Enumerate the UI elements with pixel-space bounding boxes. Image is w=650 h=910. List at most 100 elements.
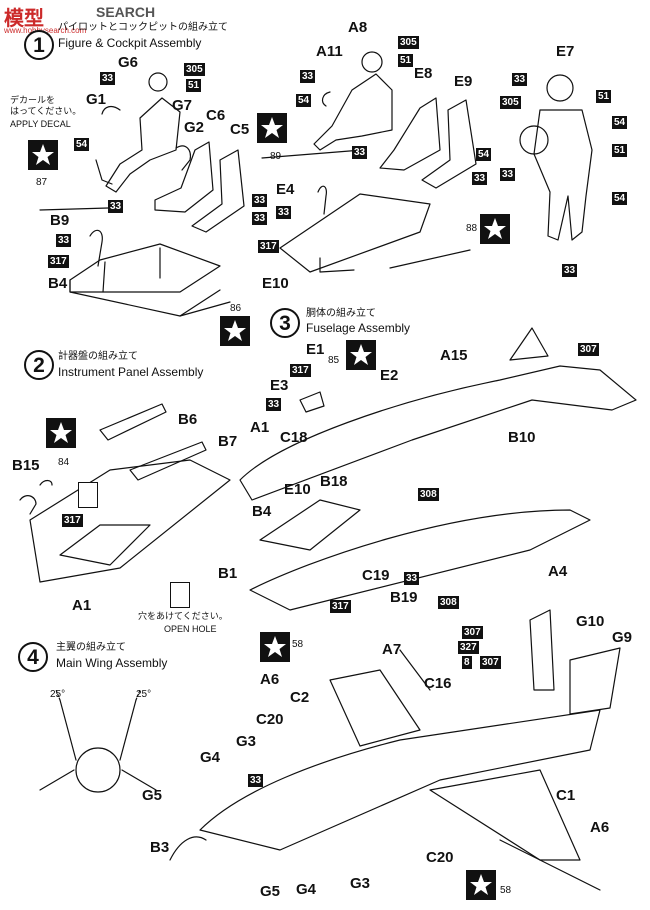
- paint-code: 317: [48, 255, 69, 268]
- paint-code: 33: [276, 206, 292, 219]
- hole-note-en: OPEN HOLE: [164, 624, 217, 634]
- fuselage-halves: [239, 327, 637, 611]
- part-label: G3: [236, 733, 257, 750]
- part-label: C6: [206, 107, 226, 124]
- part-label: B9: [50, 212, 70, 229]
- paint-code: 51: [596, 90, 612, 103]
- part-label: B4: [252, 503, 272, 520]
- paint-code: 305: [184, 63, 205, 76]
- paint-code: 33: [512, 73, 528, 86]
- part-label: C18: [280, 429, 308, 446]
- stick-b9: [89, 229, 103, 267]
- forward-fuselage-panel: [19, 403, 231, 583]
- paint-code: 54: [612, 116, 628, 129]
- part-label: G5: [260, 883, 281, 900]
- tub-b4: [69, 243, 221, 293]
- part-label: A6: [260, 671, 280, 688]
- part-label: E7: [556, 43, 575, 60]
- ref-number: 58: [292, 639, 304, 650]
- paint-code: 33: [352, 146, 368, 159]
- part-label: A7: [382, 641, 402, 658]
- decal-star-icon: [46, 418, 76, 448]
- ref-number: 88: [466, 223, 478, 234]
- part-label: A6: [590, 819, 610, 836]
- part-label: B18: [320, 473, 348, 490]
- part-label: G6: [118, 54, 139, 71]
- watermark-search: SEARCH: [96, 4, 156, 20]
- part-label: C5: [230, 121, 250, 138]
- part-label: G5: [142, 787, 163, 804]
- step-2-title-jp: 計器盤の組み立て: [58, 351, 138, 362]
- part-label: E3: [270, 377, 289, 394]
- paint-code: 54: [74, 138, 90, 151]
- paint-code: 327: [458, 641, 479, 654]
- part-label: B3: [150, 839, 170, 856]
- part-label: E10: [284, 481, 311, 498]
- step-3-title-jp: 胴体の組み立て: [306, 308, 376, 319]
- tub-e10: [279, 193, 431, 273]
- part-label: C20: [426, 849, 454, 866]
- part-label: C19: [362, 567, 390, 584]
- paint-code: 54: [296, 94, 312, 107]
- part-label: B6: [178, 411, 198, 428]
- step-4-badge: 4: [18, 642, 48, 672]
- front-view-diagram: [39, 689, 157, 793]
- ref-number: 86: [230, 303, 242, 314]
- paint-code: 33: [56, 234, 72, 247]
- decal-note-jp-2: はってください。: [10, 107, 82, 117]
- paint-code: 305: [398, 36, 419, 49]
- part-label: B7: [218, 433, 238, 450]
- open-hole-icon-2: [78, 482, 98, 508]
- part-label: A4: [548, 563, 568, 580]
- part-label: A1: [72, 597, 92, 614]
- paint-code: 51: [186, 79, 202, 92]
- part-label: G10: [576, 613, 605, 630]
- part-label: C1: [556, 787, 576, 804]
- paint-code: 308: [438, 596, 459, 609]
- decal-note-jp-1: デカールを: [10, 96, 56, 106]
- ref-number: 87: [36, 177, 48, 188]
- step-2-title-en: Instrument Panel Assembly: [58, 365, 204, 379]
- paint-code: 54: [476, 148, 492, 161]
- step-2-badge: 2: [24, 350, 54, 380]
- pilot-figure-left: [95, 72, 191, 193]
- decal-star-icon: [257, 113, 287, 143]
- pilot-standing-e7: [519, 74, 593, 241]
- paint-code: 51: [398, 54, 414, 67]
- paint-code: 33: [252, 212, 268, 225]
- step-1-title-jp: パイロットとコックピットの組み立て: [58, 22, 228, 33]
- part-label: E8: [414, 65, 433, 82]
- part-label: B10: [508, 429, 536, 446]
- part-label: G9: [612, 629, 633, 646]
- part-label: E10: [262, 275, 289, 292]
- part-label: A8: [348, 19, 368, 36]
- pilot-figure-mid: [313, 51, 393, 151]
- part-label: G4: [296, 881, 317, 898]
- ref-number: 84: [58, 457, 70, 468]
- part-label: E9: [454, 73, 473, 90]
- ref-number: 89: [270, 151, 282, 162]
- paint-code: 33: [404, 572, 420, 585]
- part-label: E4: [276, 181, 295, 198]
- seat-c6: [154, 141, 214, 213]
- part-label: G4: [200, 749, 221, 766]
- decal-star-icon: [346, 340, 376, 370]
- angle-right: 25°: [136, 689, 152, 700]
- hole-note-jp: 穴をあけてください。: [138, 612, 228, 622]
- step-1-title-en: Figure & Cockpit Assembly: [58, 36, 202, 50]
- paint-code: 307: [462, 626, 483, 639]
- part-label: B15: [12, 457, 40, 474]
- paint-code: 33: [472, 172, 488, 185]
- paint-code: 317: [62, 514, 83, 527]
- paint-code: 317: [290, 364, 311, 377]
- step-4-title-en: Main Wing Assembly: [56, 656, 168, 670]
- step-3-title-en: Fuselage Assembly: [306, 321, 411, 335]
- paint-code: 54: [612, 192, 628, 205]
- part-label: B1: [218, 565, 238, 582]
- part-label: C16: [424, 675, 452, 692]
- paint-code: 317: [258, 240, 279, 253]
- angle-left: 25°: [50, 689, 66, 700]
- paint-code: 305: [500, 96, 521, 109]
